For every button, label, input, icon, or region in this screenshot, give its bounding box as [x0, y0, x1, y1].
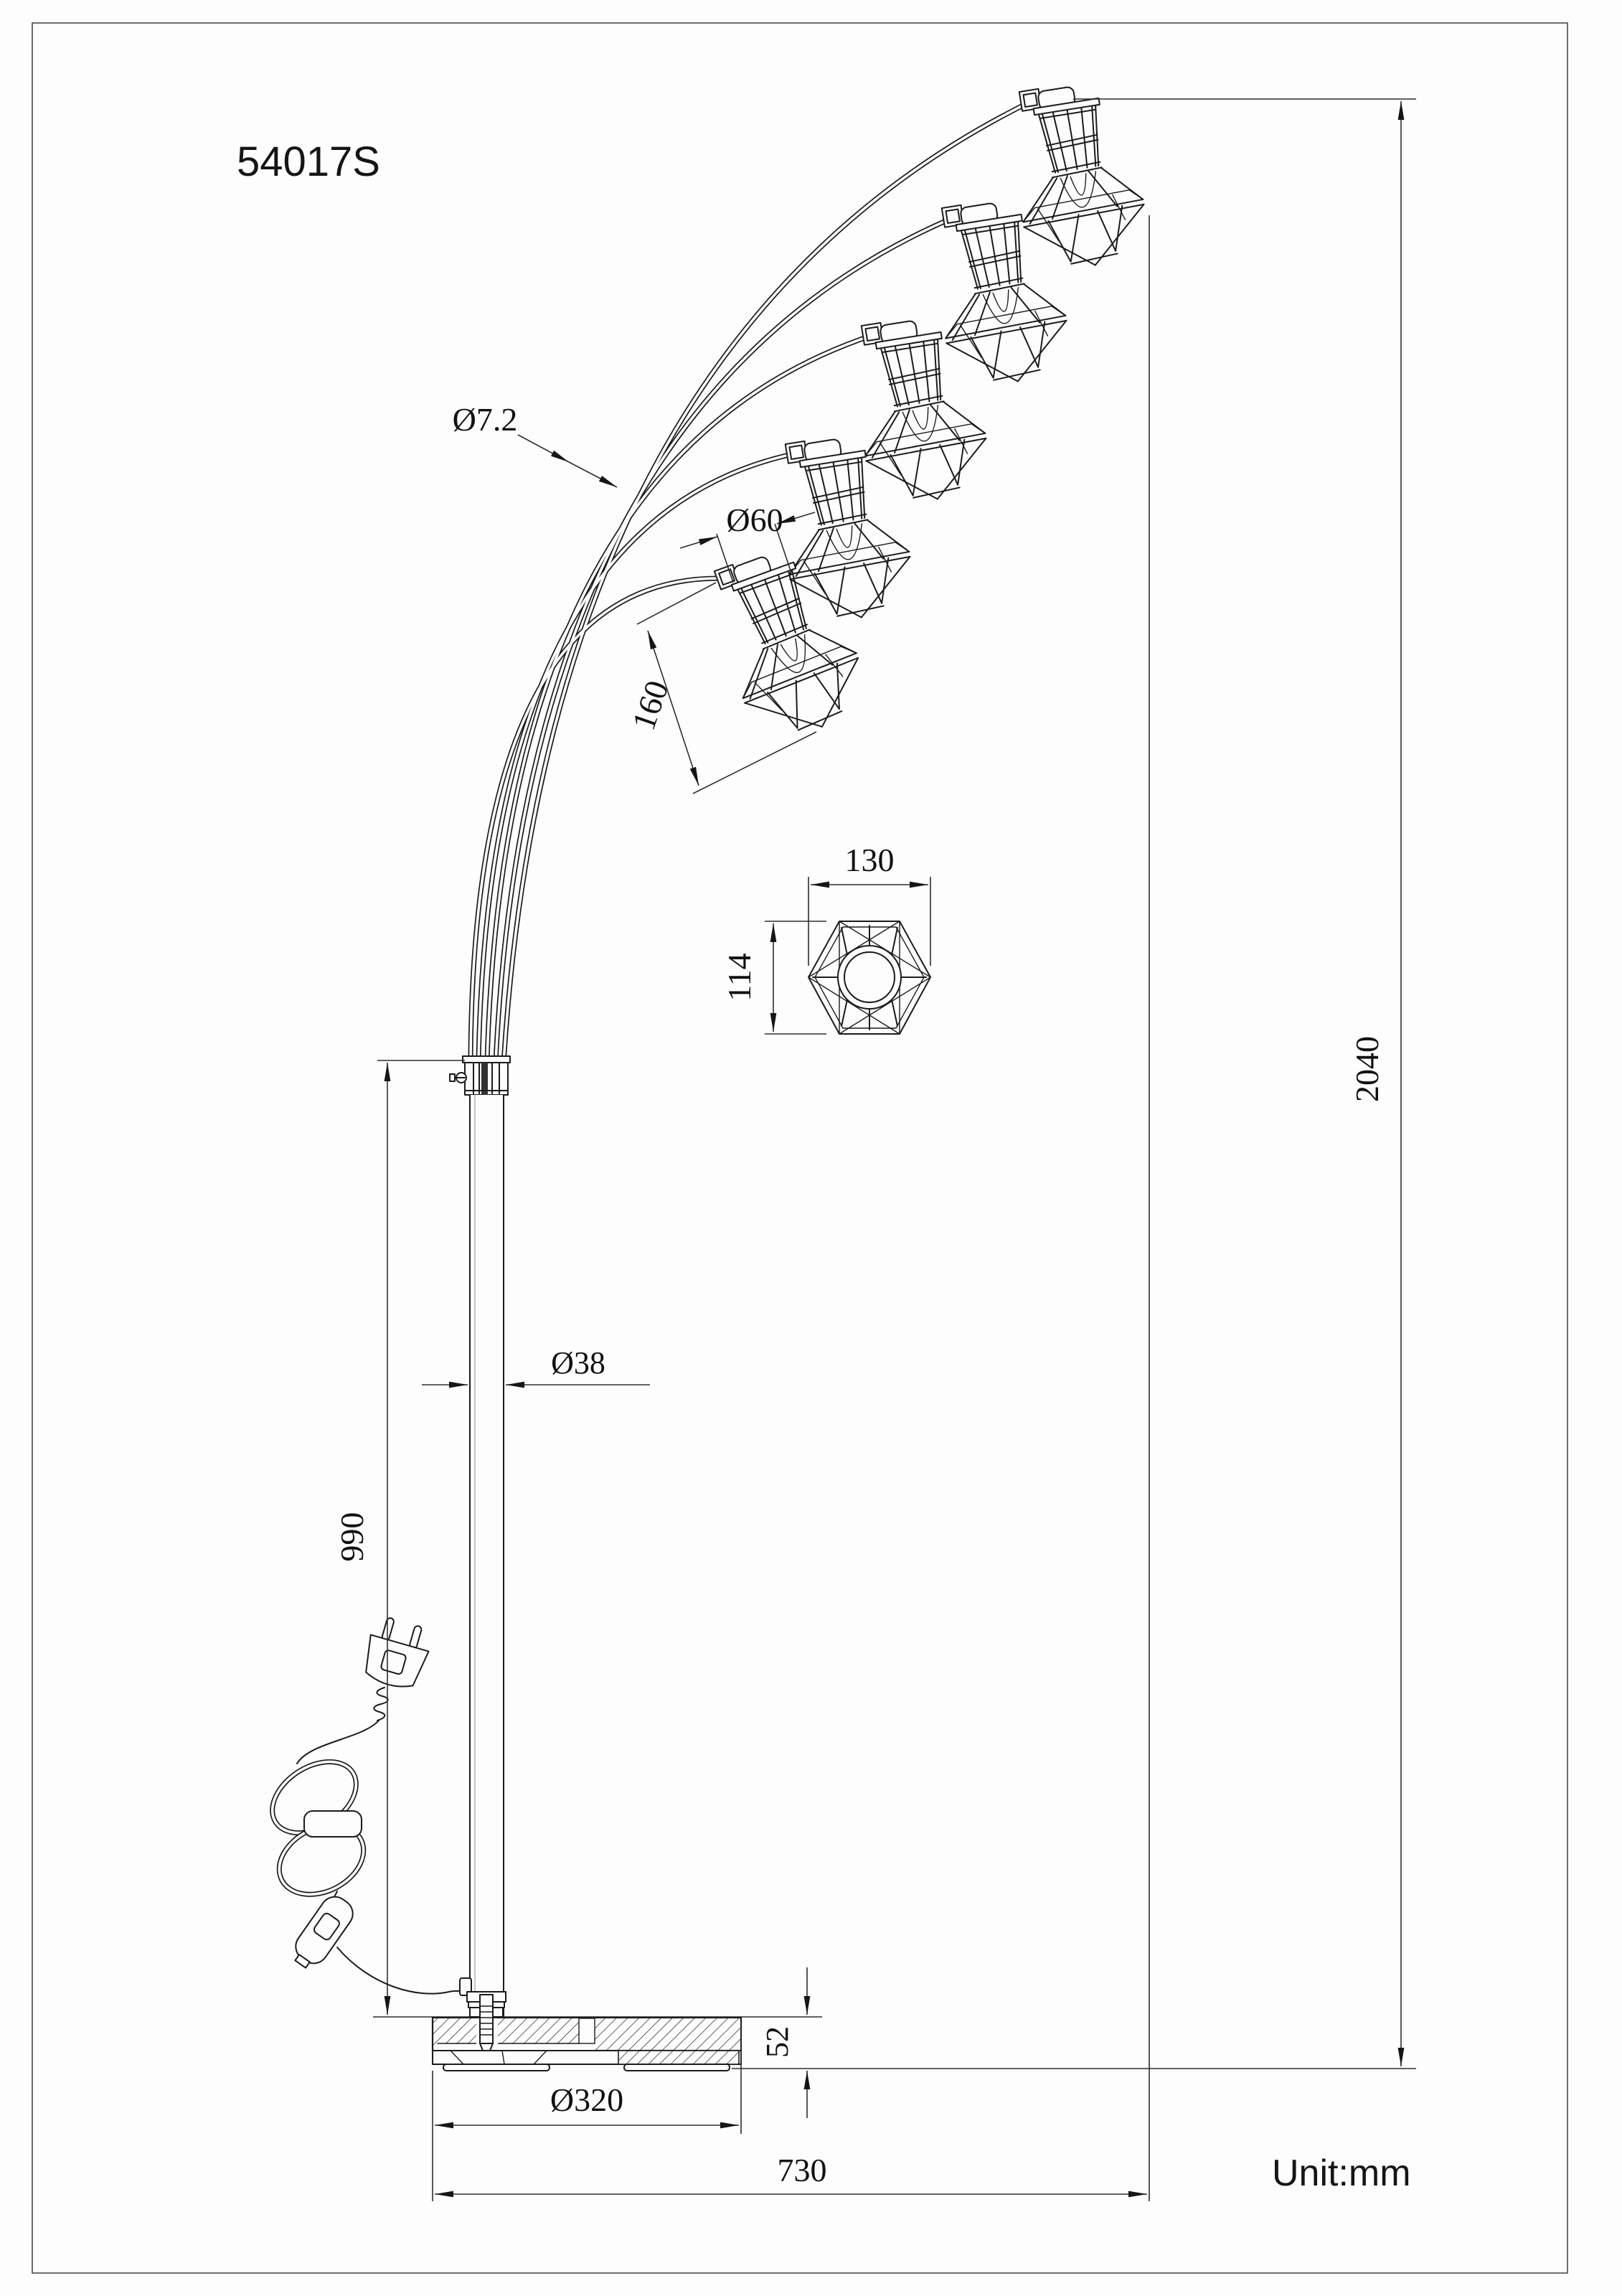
- dim-overall-width: 730: [435, 215, 1150, 2201]
- lamp-shades: [698, 75, 1153, 750]
- dim-label-shade-top-depth: 114: [721, 953, 758, 1001]
- dim-label-overall-width: 730: [778, 2152, 827, 2188]
- dim-shade-top-depth: 114: [721, 921, 826, 1035]
- lamp-shade-cage-1: [1002, 75, 1153, 276]
- dim-base-diameter: Ø320: [432, 2022, 742, 2201]
- power-cord: [270, 1617, 472, 1996]
- power-plug-icon: [365, 1617, 430, 1688]
- drawing-frame: [32, 22, 1568, 2274]
- dim-shade-opening: Ø60: [679, 502, 816, 583]
- dim-label-shade-opening: Ø60: [726, 502, 783, 538]
- dim-overall-height: 2040: [732, 98, 1416, 2069]
- lamp-shade-cage-4: [768, 427, 919, 629]
- base-foot: [623, 2064, 730, 2071]
- dim-label-base-thickness: 52: [760, 2026, 795, 2058]
- dim-shade-top-width: 130: [808, 842, 931, 966]
- base-foot: [443, 2064, 550, 2071]
- strain-relief-icon: [373, 1687, 389, 1721]
- inline-switch-icon: [294, 1896, 354, 1969]
- drawing-title: 54017S: [237, 138, 380, 185]
- shade-top-view: [808, 921, 931, 1035]
- lamp-shade-cage-5: [698, 534, 877, 750]
- dim-label-pole-height: 990: [334, 1512, 370, 1562]
- dim-label-shade-height: 160: [625, 676, 676, 735]
- dim-base-thickness: 52: [760, 1967, 811, 2118]
- dim-label-arm-tube: Ø7.2: [453, 401, 518, 438]
- power-cord-coil: [270, 1759, 367, 1897]
- dim-arm-tube-diameter: Ø7.2: [453, 401, 618, 488]
- dim-label-overall-height: 2040: [1349, 1036, 1385, 1102]
- dim-lower-pole-height: 990: [334, 1060, 465, 2015]
- lamp-pole: [469, 1094, 504, 2018]
- dim-label-pole-diameter: Ø38: [551, 1345, 605, 1380]
- dim-label-base-diameter: Ø320: [550, 2081, 623, 2118]
- dim-label-shade-top-width: 130: [845, 842, 895, 878]
- pole-mounting-bolt: [466, 1991, 506, 2051]
- dim-shade-height: 160: [625, 582, 817, 794]
- lamp-arms: [468, 98, 1034, 1064]
- coil-wrap-band: [303, 1810, 362, 1838]
- lamp-base: [373, 1991, 822, 2071]
- dim-pole-diameter: Ø38: [422, 1345, 650, 1388]
- unit-label: Unit:mm: [1272, 2152, 1411, 2194]
